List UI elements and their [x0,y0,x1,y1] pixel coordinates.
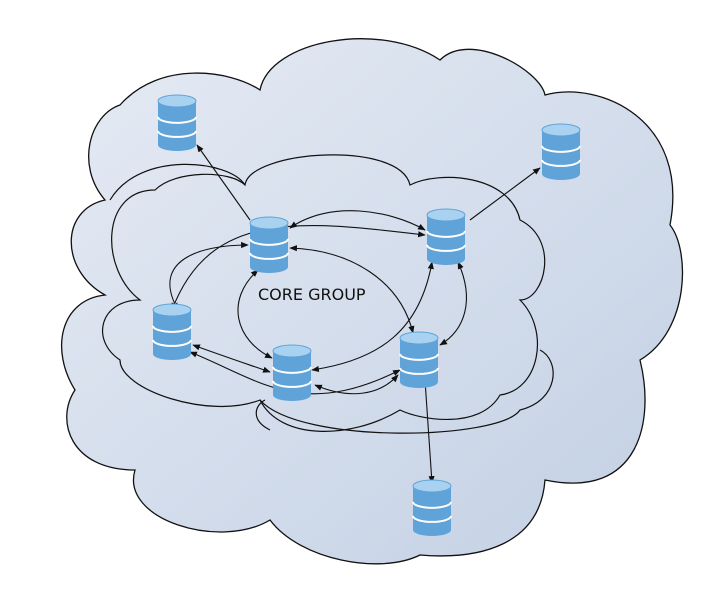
edge-core-right-bottom-to-bottom [424,379,435,484]
database-icon [412,479,452,536]
database-icon [157,94,197,151]
edge-bottom-center-right-bottom [314,374,399,395]
core-boundary-ring-outer [109,163,554,434]
database-icon [541,123,581,180]
core-boundary-ring-inner [102,154,546,432]
network-cloud [61,38,684,565]
database-icon [399,331,439,388]
database-icon [426,208,466,265]
database-icon [152,303,192,360]
edge-core-right-top-to-top-right [469,167,541,221]
database-nodes [152,94,581,536]
edge-center-right-top [289,210,426,231]
database-icon [249,216,289,273]
edge-right-top-right-bottom [439,261,467,346]
database-icon [272,344,312,401]
core-group-label: CORE GROUP [258,285,366,304]
edge-core-center-to-top-left [196,144,251,221]
